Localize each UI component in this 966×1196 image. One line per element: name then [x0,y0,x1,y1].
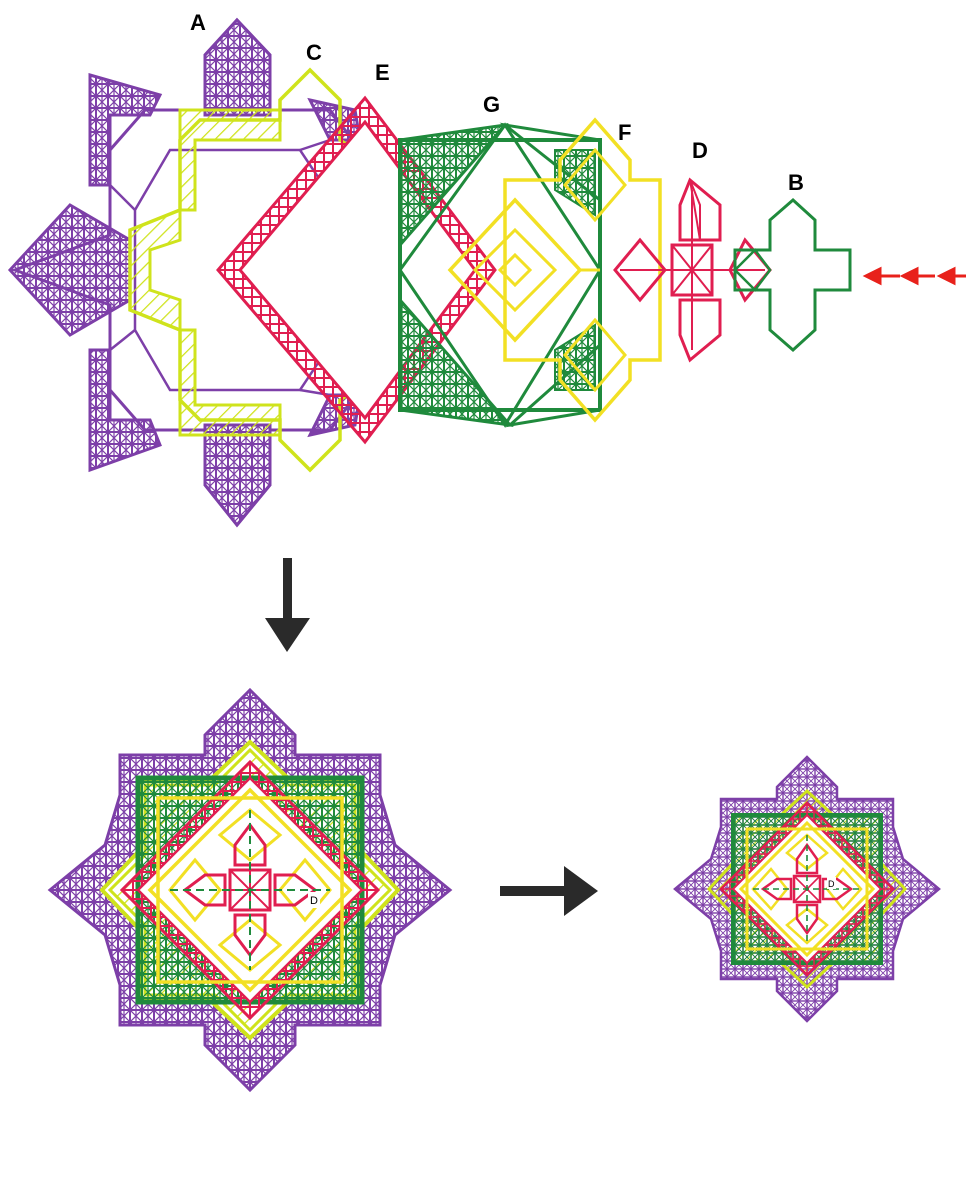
insertion-arrows-icon [866,269,966,283]
layer-d-crimson-cross [615,180,770,360]
label-d: D [692,138,708,163]
label-b: B [788,170,804,195]
assembled-large: D [50,690,450,1090]
layer-b-green-cross [735,200,850,350]
label-g: G [483,92,500,117]
label-a: A [190,10,206,35]
assembled-label-d: D [310,895,318,907]
exploded-view: A C E G F D B [10,10,966,525]
down-arrow-icon [265,558,310,652]
label-f: F [618,120,631,145]
label-e: E [375,60,390,85]
right-arrow-icon [500,866,598,916]
compact-label-d: D [828,879,835,889]
label-c: C [306,40,322,65]
assembled-compact: D [675,757,939,1021]
